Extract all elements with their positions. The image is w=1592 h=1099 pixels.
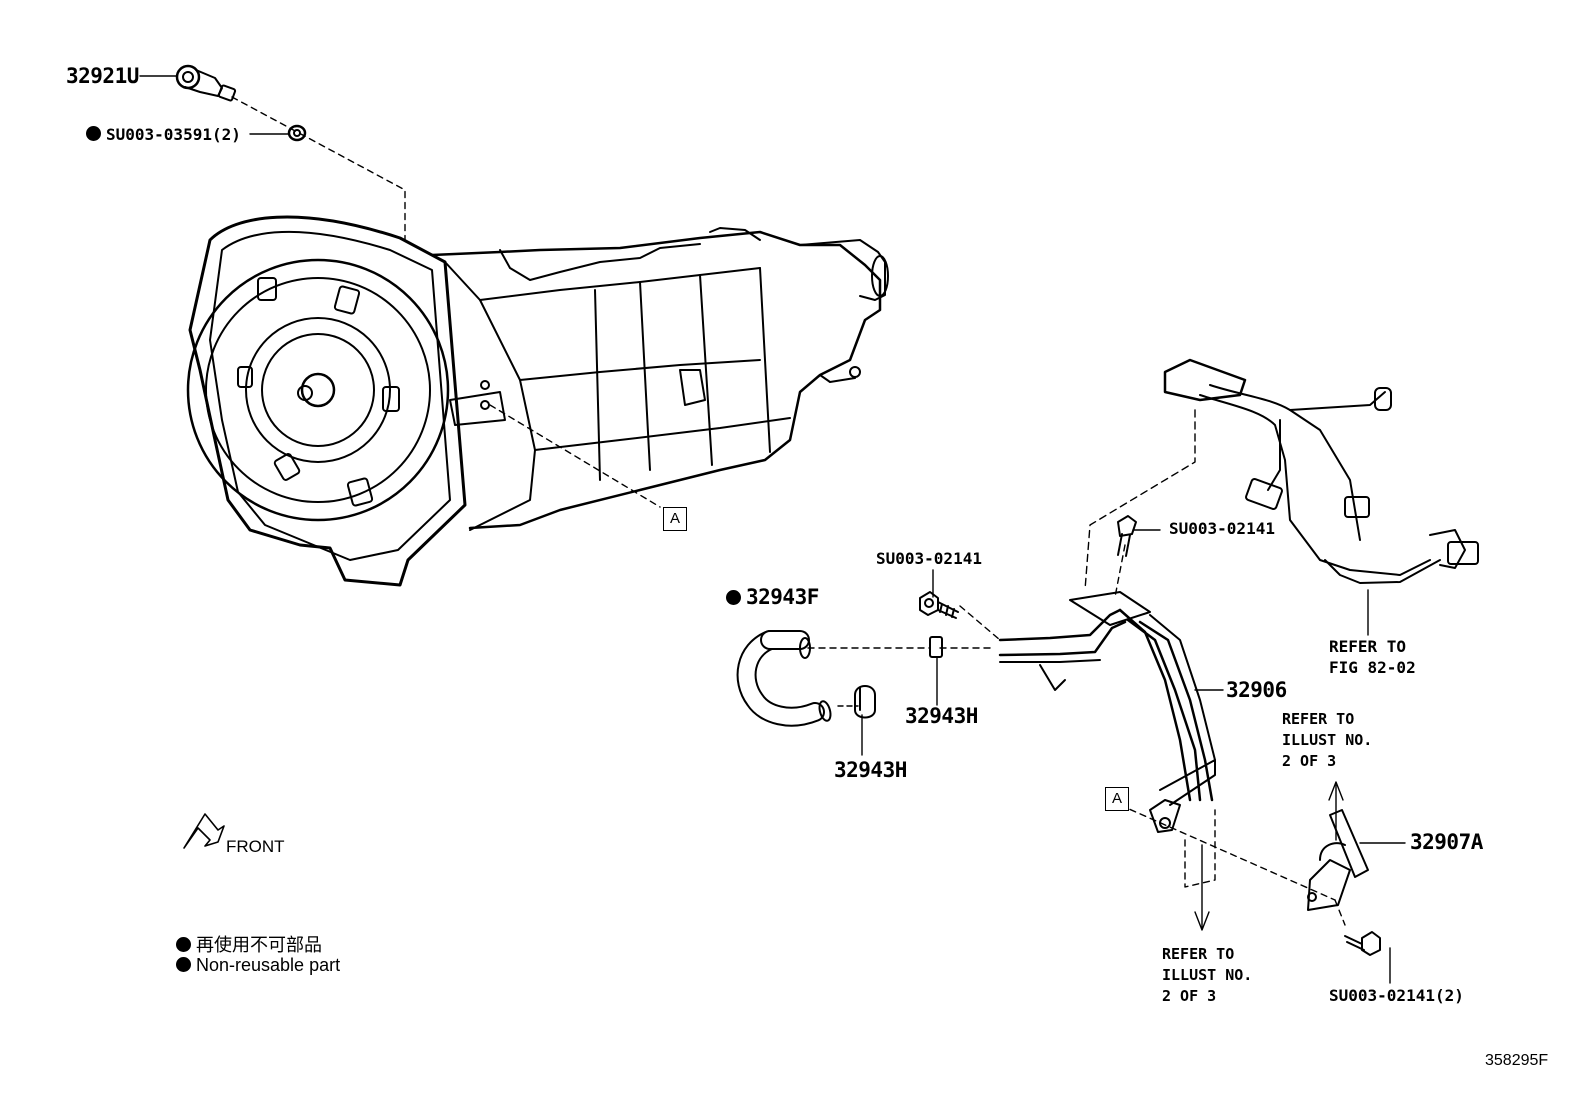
cooler-pipe-32906 [1000, 592, 1215, 832]
legend-jp: 再使用不可部品 [176, 931, 322, 957]
label-32943h-a: 32943H [905, 704, 978, 728]
leader-lines [140, 76, 1405, 983]
refer-to-fig: REFER TO FIG 82-02 [1329, 637, 1416, 677]
legend-en-text: Non-reusable part [196, 955, 341, 975]
harness-assembly [1165, 360, 1478, 583]
bolt-su003-02141 [920, 516, 1380, 955]
label-32921u: 32921U [66, 64, 139, 88]
legend-jp-text: 再使用不可部品 [196, 935, 322, 955]
label-su003-02141-mid: SU003-02141 [876, 549, 982, 568]
front-label: FRONT [226, 837, 285, 856]
marker-a-pipe: A [1105, 787, 1129, 811]
clamp-32943h [855, 637, 942, 718]
speed-sensor-32921u [177, 66, 305, 140]
non-reusable-dot-icon [176, 937, 191, 952]
label-32943h-b: 32943H [834, 758, 907, 782]
pipe-32907a [1308, 810, 1368, 910]
label-su003-02141-bottom: SU003-02141(2) [1329, 986, 1464, 1005]
front-arrow-icon [184, 814, 224, 848]
label-32906: 32906 [1226, 678, 1287, 702]
non-reusable-dot-icon [726, 590, 741, 605]
hose-32943f [747, 638, 833, 722]
label-su003-03591: SU003-03591(2) [86, 126, 241, 143]
marker-a-transmission: A [663, 507, 687, 531]
label-su003-03591-text: SU003-03591(2) [106, 125, 241, 144]
transmission-assembly [188, 217, 888, 585]
label-32943f: 32943F [726, 587, 819, 608]
non-reusable-dot-icon [176, 957, 191, 972]
non-reusable-dot-icon [86, 126, 101, 141]
label-32907a: 32907A [1410, 830, 1483, 854]
figure-code: 358295F [1485, 1052, 1549, 1069]
label-32943f-text: 32943F [746, 585, 819, 609]
label-su003-02141-top: SU003-02141 [1169, 519, 1275, 538]
refer-to-illust-right: REFER TO ILLUST NO. 2 OF 3 [1282, 710, 1373, 770]
legend-en: Non-reusable part [176, 955, 340, 976]
refer-to-illust-bottom: REFER TO ILLUST NO. 2 OF 3 [1162, 945, 1253, 1005]
